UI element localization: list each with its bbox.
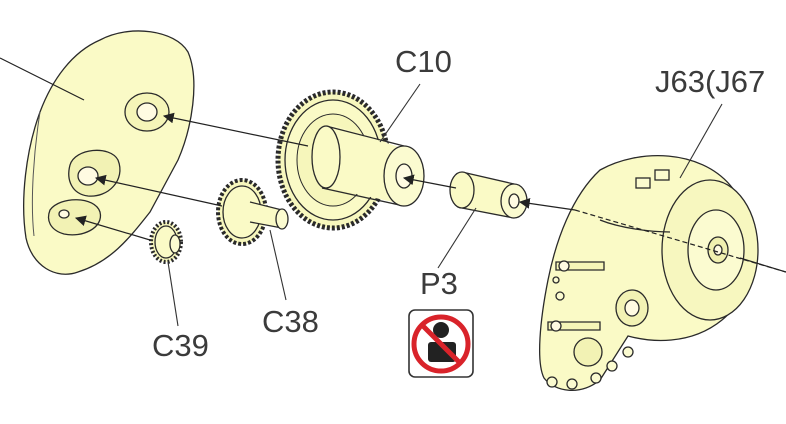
spacer-p3 bbox=[449, 171, 528, 219]
no-glue-icon bbox=[408, 309, 474, 378]
assembly-arrows bbox=[0, 57, 786, 273]
right-gearbox-housing bbox=[538, 155, 759, 392]
gear-c38 bbox=[216, 178, 289, 246]
gear-c39 bbox=[149, 220, 183, 264]
label-p3: P3 bbox=[420, 266, 458, 301]
label-c38: C38 bbox=[262, 304, 319, 339]
gear-c10 bbox=[275, 89, 425, 231]
leader-lines bbox=[167, 83, 723, 327]
label-c10: C10 bbox=[395, 44, 452, 79]
label-j63: J63(J67 bbox=[655, 64, 766, 99]
label-c39: C39 bbox=[152, 328, 209, 363]
